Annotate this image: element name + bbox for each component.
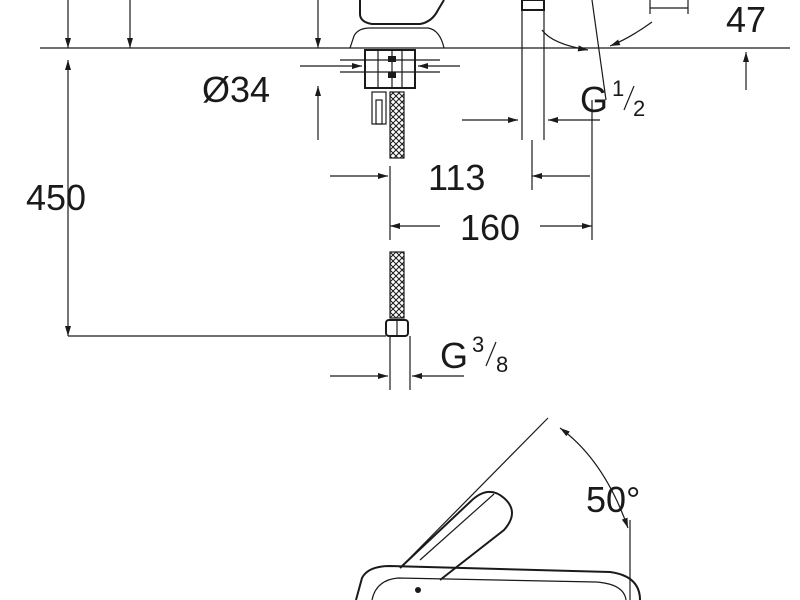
dim-160-label: 160 xyxy=(460,207,520,248)
lever-rotation-view xyxy=(355,417,641,600)
dim-113-label: 113 xyxy=(428,157,485,198)
g38-prefix: G xyxy=(440,335,468,376)
g12-prefix: G xyxy=(580,79,608,120)
g38-denominator: 8 xyxy=(496,352,508,377)
dim-450-label: 450 xyxy=(26,177,86,218)
dim-diameter-34-label: Ø34 xyxy=(202,69,270,110)
dim-g-three-eighths-label: G 3 8 xyxy=(440,332,508,377)
faucet-elevation xyxy=(40,0,790,390)
g12-denominator: 2 xyxy=(633,96,645,121)
g38-numerator: 3 xyxy=(472,332,484,357)
angle-50-label: 50° xyxy=(586,479,640,520)
dim-47-label: 47 xyxy=(726,0,766,40)
dim-g-half-label: G 1 2 xyxy=(580,76,645,121)
g12-numerator: 1 xyxy=(612,76,624,101)
